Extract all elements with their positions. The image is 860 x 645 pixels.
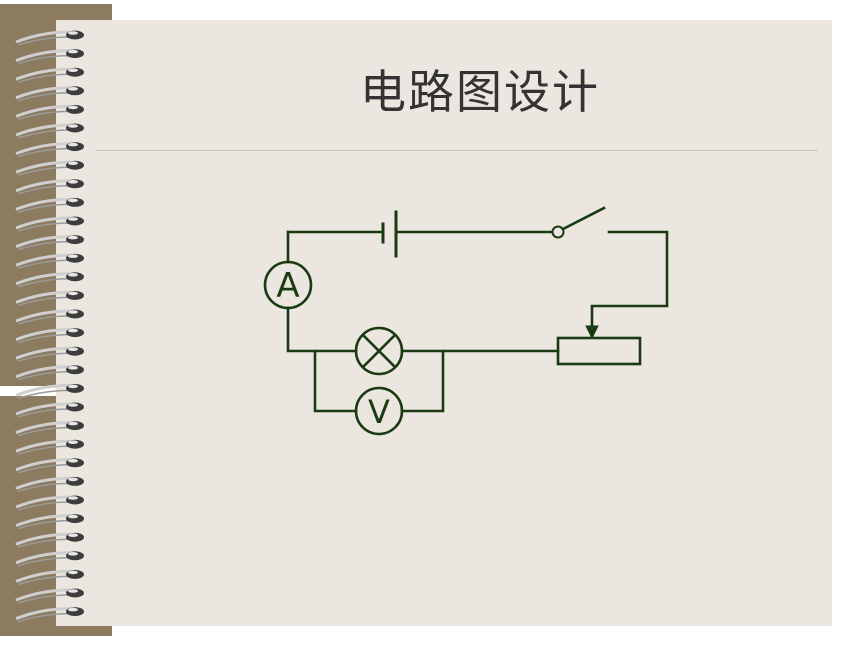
binding-ring: [15, 290, 84, 307]
binding-ring: [15, 607, 84, 623]
binding-ring: [15, 309, 84, 325]
binding-ring: [15, 476, 84, 493]
binding-ring: [15, 142, 84, 158]
binding-ring: [15, 123, 84, 139]
wire-top-right: [590, 230, 669, 330]
binding-ring: [15, 86, 84, 102]
binding-ring: [15, 365, 84, 381]
ammeter-label: A: [276, 266, 299, 306]
binding-ring: [15, 104, 84, 121]
binding-ring: [15, 30, 84, 46]
switch-pivot: [551, 225, 565, 239]
voltmeter-label: V: [368, 393, 390, 431]
binding-ring: [15, 588, 84, 604]
rheostat-slider-arrow: [585, 325, 599, 340]
binding-ring: [15, 402, 84, 418]
binding-ring: [15, 532, 84, 548]
binding-ring: [15, 272, 84, 288]
wire-left-bottom: [286, 306, 358, 353]
binding-ring: [15, 514, 84, 530]
binding-ring: [15, 253, 84, 269]
spiral-binding: [15, 30, 84, 623]
notebook-page: [56, 20, 832, 626]
binding-ring: [15, 235, 84, 251]
voltmeter: [354, 386, 404, 436]
binding-ring: [15, 421, 84, 437]
binding-ring: [15, 346, 84, 362]
lamp-cross-b: [361, 333, 397, 369]
binding-ring: [15, 551, 84, 567]
binding-ring: [15, 458, 84, 474]
wire-voltmeter-branch: [313, 349, 445, 413]
binding-ring: [15, 569, 84, 586]
switch-blade: [561, 206, 606, 231]
binding-ring: [15, 495, 84, 511]
title-divider: [96, 150, 818, 151]
rheostat: [556, 336, 642, 366]
binding-ring: [15, 49, 84, 65]
binding-ring: [15, 160, 84, 176]
binding-ring: [15, 383, 84, 400]
binding-ring: [15, 328, 84, 344]
page-title: 电路图设计: [360, 65, 600, 119]
binding-ring: [15, 439, 84, 455]
binding-ring: [15, 179, 84, 195]
binding-ring: [15, 216, 84, 232]
binding-ring: [15, 67, 84, 83]
binding-ring: [15, 197, 84, 214]
